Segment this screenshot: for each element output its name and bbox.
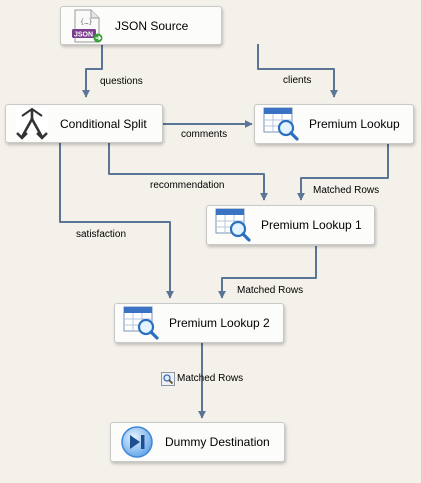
svg-text:JSON: JSON [74,31,93,38]
json-file-icon: {…} JSON [72,9,103,42]
node-premium-lookup[interactable]: Premium Lookup [254,104,414,144]
edge-clients[interactable] [257,44,338,98]
edge-recommendation[interactable] [108,143,268,201]
edge-matched-rows-1[interactable] [297,144,389,201]
edge-satisfaction[interactable] [59,143,174,299]
node-premium-lookup-1[interactable]: Premium Lookup 1 [206,205,375,245]
edge-label-matched-rows-2: Matched Rows [237,285,304,296]
table-search-icon [123,306,159,340]
edge-label-matched-rows-1: Matched Rows [313,185,380,196]
node-label: Conditional Split [60,116,147,131]
node-label: JSON Source [115,18,189,33]
edge-label-questions: questions [100,76,143,87]
node-label: Premium Lookup 2 [169,316,270,330]
node-conditional-split[interactable]: Conditional Split [5,104,163,143]
edge-matched-rows-2[interactable] [218,246,317,299]
node-dummy-destination[interactable]: Dummy Destination [110,422,285,462]
table-search-icon [215,208,251,242]
magnifier-icon[interactable] [161,372,175,386]
edge-questions[interactable] [82,44,103,98]
svg-text:{…}: {…} [80,18,93,26]
node-json-source[interactable]: {…} JSON JSON Source [60,6,222,45]
node-label: Premium Lookup [309,117,400,131]
skip-end-icon [121,426,153,458]
table-search-icon [263,107,299,141]
edge-label-comments: comments [181,129,228,140]
edge-label-clients: clients [283,75,312,86]
edge-label-recommendation: recommendation [150,180,225,191]
edge-label-matched-rows-3: Matched Rows [177,373,244,384]
split-arrows-icon [16,107,48,140]
node-label: Premium Lookup 1 [261,218,362,232]
node-label: Dummy Destination [165,435,270,449]
edge-label-satisfaction: satisfaction [76,229,127,240]
node-premium-lookup-2[interactable]: Premium Lookup 2 [114,303,284,343]
